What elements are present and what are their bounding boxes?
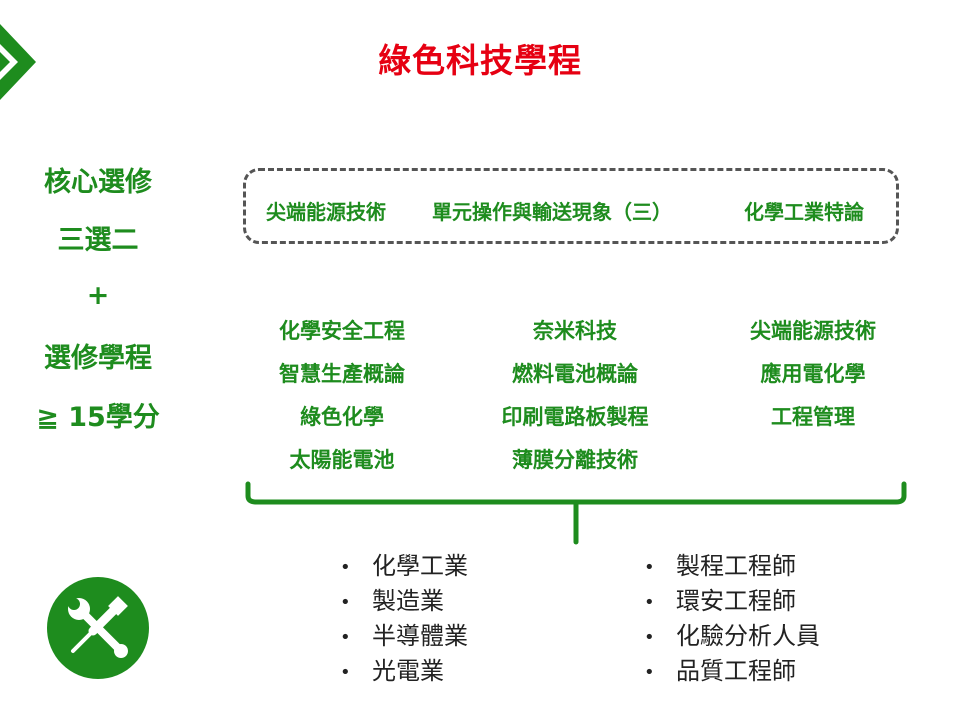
elective-course: 化學安全工程 bbox=[279, 319, 405, 343]
chevron-right-icon bbox=[0, 24, 36, 100]
brace-divider bbox=[245, 481, 907, 545]
requirement-elective: 選修學程 bbox=[44, 343, 152, 374]
elective-course: 奈米科技 bbox=[533, 319, 617, 343]
career-item: •光電業 bbox=[340, 657, 444, 685]
core-courses-box bbox=[243, 168, 899, 244]
elective-course: 薄膜分離技術 bbox=[512, 448, 638, 472]
requirement-credits: ≧ 15學分 bbox=[36, 402, 160, 433]
elective-course: 智慧生產概論 bbox=[279, 362, 405, 386]
tools-icon bbox=[47, 577, 149, 679]
career-item: •化學工業 bbox=[340, 552, 468, 580]
page-title: 綠色科技學程 bbox=[378, 41, 582, 80]
requirement-plus: + bbox=[86, 280, 110, 311]
elective-course: 應用電化學 bbox=[760, 362, 866, 386]
elective-course: 印刷電路板製程 bbox=[501, 405, 649, 429]
elective-course: 綠色化學 bbox=[300, 405, 384, 429]
career-item: •品質工程師 bbox=[644, 657, 796, 685]
core-course: 單元操作與輸送現象（三） bbox=[432, 200, 672, 224]
career-item: •環安工程師 bbox=[644, 587, 796, 615]
elective-course: 太陽能電池 bbox=[289, 448, 395, 472]
elective-course: 燃料電池概論 bbox=[512, 362, 638, 386]
career-item: •製程工程師 bbox=[644, 552, 796, 580]
core-course: 尖端能源技術 bbox=[266, 200, 386, 224]
requirement-core: 核心選修 bbox=[44, 167, 152, 198]
career-item: •製造業 bbox=[340, 587, 444, 615]
core-course: 化學工業特論 bbox=[744, 200, 864, 224]
elective-course: 工程管理 bbox=[771, 405, 855, 429]
requirement-choose: 三選二 bbox=[57, 225, 139, 256]
career-item: •化驗分析人員 bbox=[644, 622, 820, 650]
elective-course: 尖端能源技術 bbox=[750, 319, 876, 343]
career-item: •半導體業 bbox=[340, 622, 468, 650]
